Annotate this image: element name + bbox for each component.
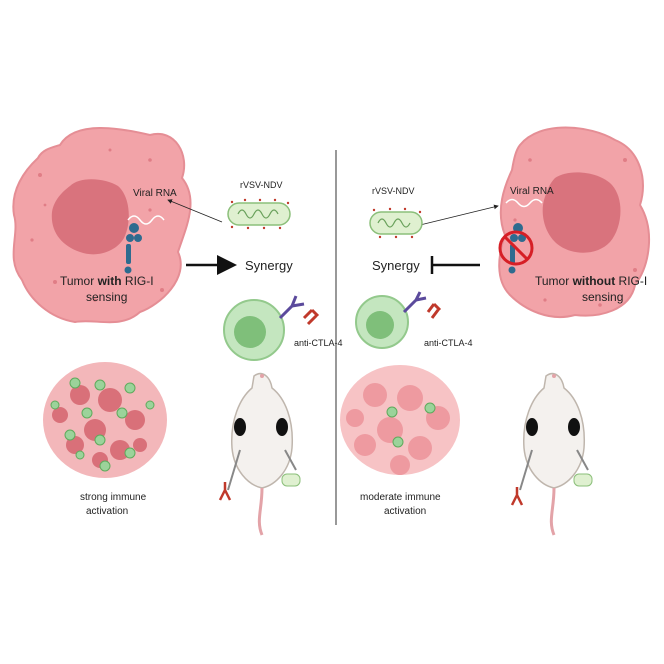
synergy-label-right: Synergy [372, 258, 420, 273]
inhibition-arrow [430, 256, 480, 274]
mouse-icon [523, 372, 586, 536]
antibody-small-icon [218, 482, 232, 501]
viral-rna-icon [127, 215, 165, 225]
antibody-label-right: anti-CTLA-4 [424, 338, 473, 348]
outcome-label-right-line2: activation [384, 506, 426, 517]
virus-small-icon [573, 473, 593, 487]
syringe-icon [227, 449, 297, 491]
virus-entry-arrow [419, 204, 499, 226]
tumor-cell-icon [498, 126, 651, 319]
viral-rna-label: Viral RNA [133, 188, 177, 199]
antibody-icon [402, 291, 442, 319]
syringe-icon [519, 449, 589, 491]
rig-i-icon [508, 223, 526, 274]
outcome-label-right-line1: moderate immune [360, 492, 441, 503]
virus-label-left: rVSV-NDV [240, 180, 283, 190]
virus-label-right: rVSV-NDV [372, 186, 415, 196]
virus-icon [227, 198, 291, 230]
antibody-small-icon [510, 487, 524, 506]
viral-rna-icon [505, 198, 543, 208]
tumor-label-left-line2: sensing [86, 290, 127, 304]
tumor-label-left: Tumor with RIG-I [60, 274, 154, 288]
tumor-tissue-icon [43, 362, 167, 478]
mouse-icon [231, 372, 294, 536]
t-cell-icon [223, 299, 285, 361]
virus-entry-arrow [167, 199, 223, 223]
t-cell-icon [355, 295, 409, 349]
inhibition-icon [498, 230, 534, 266]
rig-i-icon [124, 223, 142, 274]
tumor-cell-icon [12, 127, 192, 324]
viral-rna-label-right: Viral RNA [510, 186, 554, 197]
tumor-label-right: Tumor without RIG-I [535, 274, 647, 288]
tumor-label-right-line2: sensing [582, 290, 623, 304]
tumor-tissue-icon [340, 365, 460, 475]
antibody-label-left: anti-CTLA-4 [294, 338, 343, 348]
synergy-label-left: Synergy [245, 258, 293, 273]
outcome-label-left-line1: strong immune [80, 492, 147, 503]
outcome-label-left-line2: activation [86, 506, 128, 517]
virus-small-icon [281, 473, 301, 487]
antibody-icon [278, 295, 320, 326]
virus-icon [369, 207, 423, 239]
